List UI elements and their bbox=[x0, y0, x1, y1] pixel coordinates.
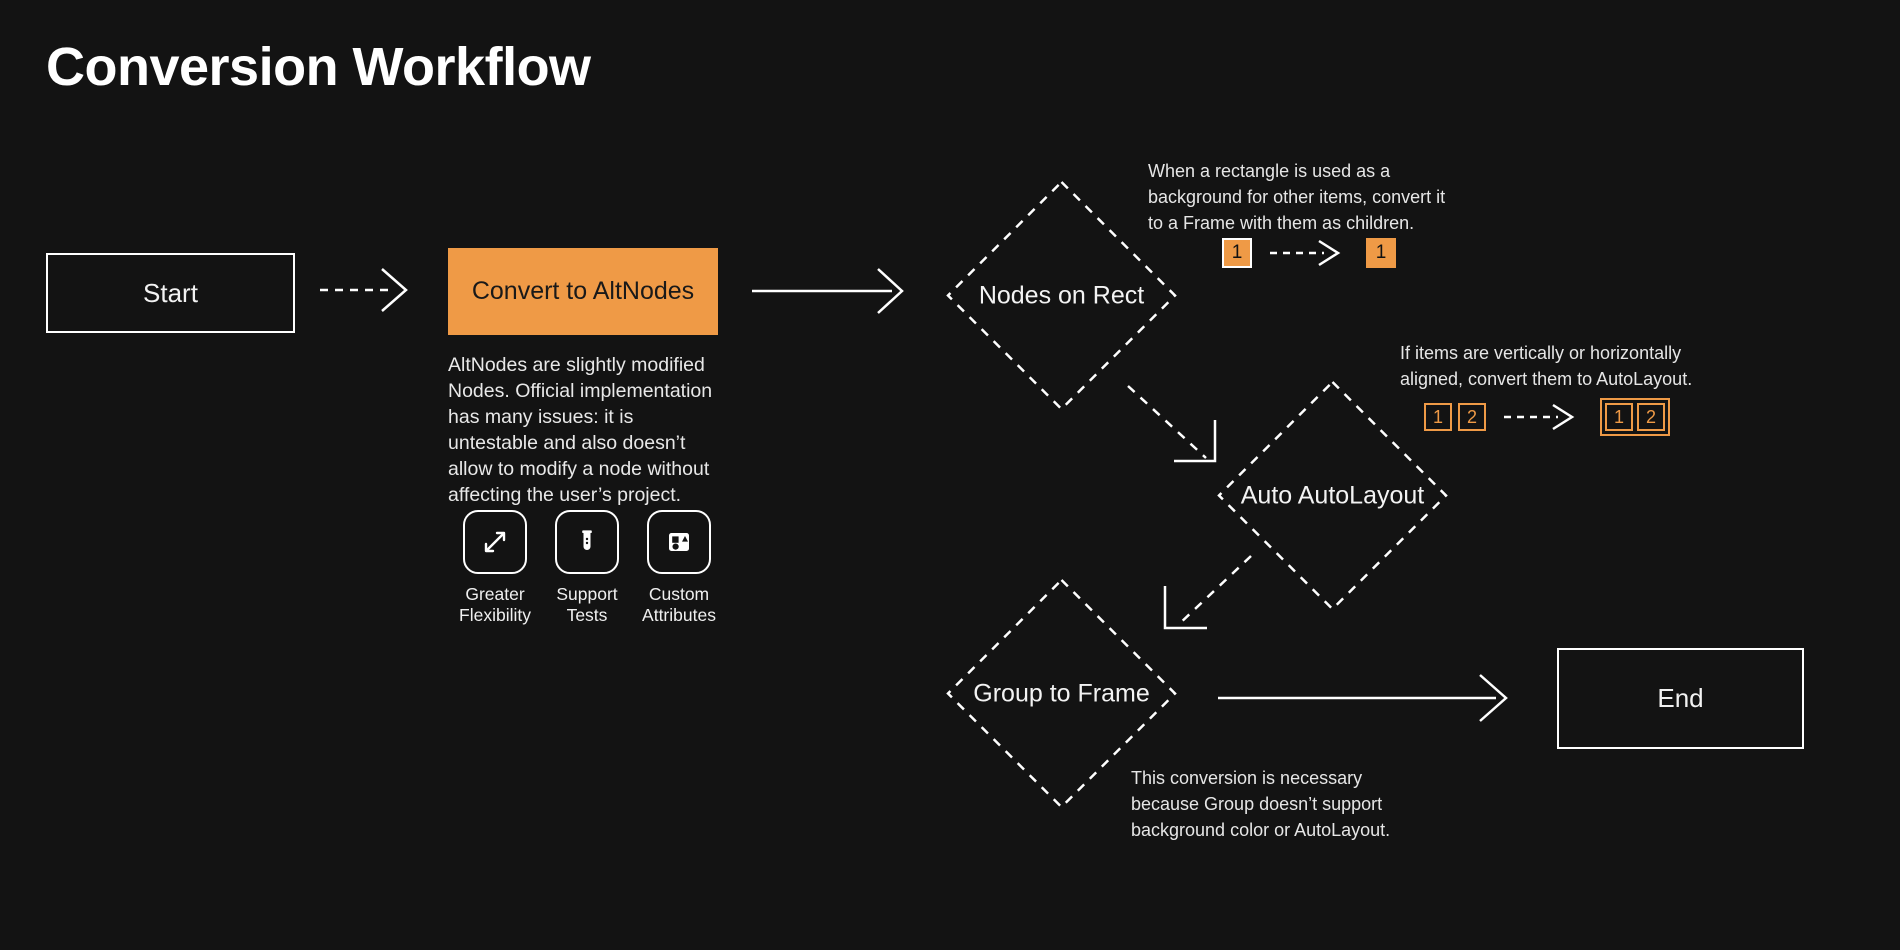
badge-transform-arrow bbox=[1270, 238, 1348, 268]
node-end[interactable]: End bbox=[1557, 648, 1804, 749]
node-group-to-frame-label: Group to Frame bbox=[973, 679, 1150, 707]
feature-support-tests[interactable]: Support Tests bbox=[544, 510, 630, 626]
description-nodes-on-rect: When a rectangle is used as a background… bbox=[1148, 161, 1446, 233]
description-altnodes: AltNodes are slightly modified Nodes. Of… bbox=[448, 354, 713, 506]
badge-after-1: 1 bbox=[1366, 238, 1396, 268]
badge-before-2: 2 bbox=[1458, 403, 1486, 431]
feature-label-line1: Support bbox=[556, 584, 618, 604]
connector-group-to-frame-to-end bbox=[1218, 668, 1518, 728]
connector-nodes-on-rect-to-auto-autolayout bbox=[1120, 378, 1250, 478]
connector-start-to-convert bbox=[320, 265, 420, 315]
node-end-label: End bbox=[1657, 683, 1704, 713]
badge-before-1: 1 bbox=[1424, 403, 1452, 431]
feature-custom-attributes[interactable]: Custom Attributes bbox=[636, 510, 722, 626]
feature-label-line2: Flexibility bbox=[459, 605, 531, 625]
expand-arrows-icon bbox=[463, 510, 527, 574]
badge-illustration-nodes-on-rect: 1 1 bbox=[1222, 238, 1396, 268]
badge-transform-arrow bbox=[1504, 402, 1582, 432]
badge-before-1: 1 bbox=[1222, 238, 1252, 268]
badge-after-2: 2 bbox=[1637, 403, 1665, 431]
feature-label: Support Tests bbox=[544, 584, 630, 626]
badge-after-1: 1 bbox=[1605, 403, 1633, 431]
shapes-icon bbox=[647, 510, 711, 574]
description-group-to-frame: This conversion is necessary because Gro… bbox=[1131, 768, 1391, 840]
feature-label-line1: Greater bbox=[465, 584, 525, 604]
node-start-label: Start bbox=[143, 277, 198, 308]
feature-label: Greater Flexibility bbox=[452, 584, 538, 626]
badge-after-group: 1 2 bbox=[1600, 398, 1670, 436]
node-start[interactable]: Start bbox=[46, 253, 295, 333]
badge-illustration-auto-autolayout: 1 2 1 2 bbox=[1424, 398, 1670, 436]
feature-label: Custom Attributes bbox=[636, 584, 722, 626]
feature-label-line2: Attributes bbox=[642, 605, 716, 625]
node-convert-to-altnodes[interactable]: Convert to AltNodes bbox=[448, 248, 718, 335]
test-tube-icon bbox=[555, 510, 619, 574]
node-auto-autolayout-label: Auto AutoLayout bbox=[1240, 481, 1425, 509]
node-convert-label: Convert to AltNodes bbox=[471, 277, 695, 305]
connector-auto-autolayout-to-group-to-frame bbox=[1135, 548, 1265, 648]
feature-greater-flexibility[interactable]: Greater Flexibility bbox=[452, 510, 538, 626]
description-auto-autolayout: If items are vertically or horizontally … bbox=[1400, 343, 1693, 389]
feature-label-line1: Custom bbox=[648, 584, 710, 604]
page-title: Conversion Workflow bbox=[46, 37, 591, 97]
connector-convert-to-nodes-on-rect bbox=[752, 266, 914, 316]
feature-label-line2: Tests bbox=[566, 605, 608, 625]
node-nodes-on-rect-label: Nodes on Rect bbox=[978, 281, 1145, 309]
